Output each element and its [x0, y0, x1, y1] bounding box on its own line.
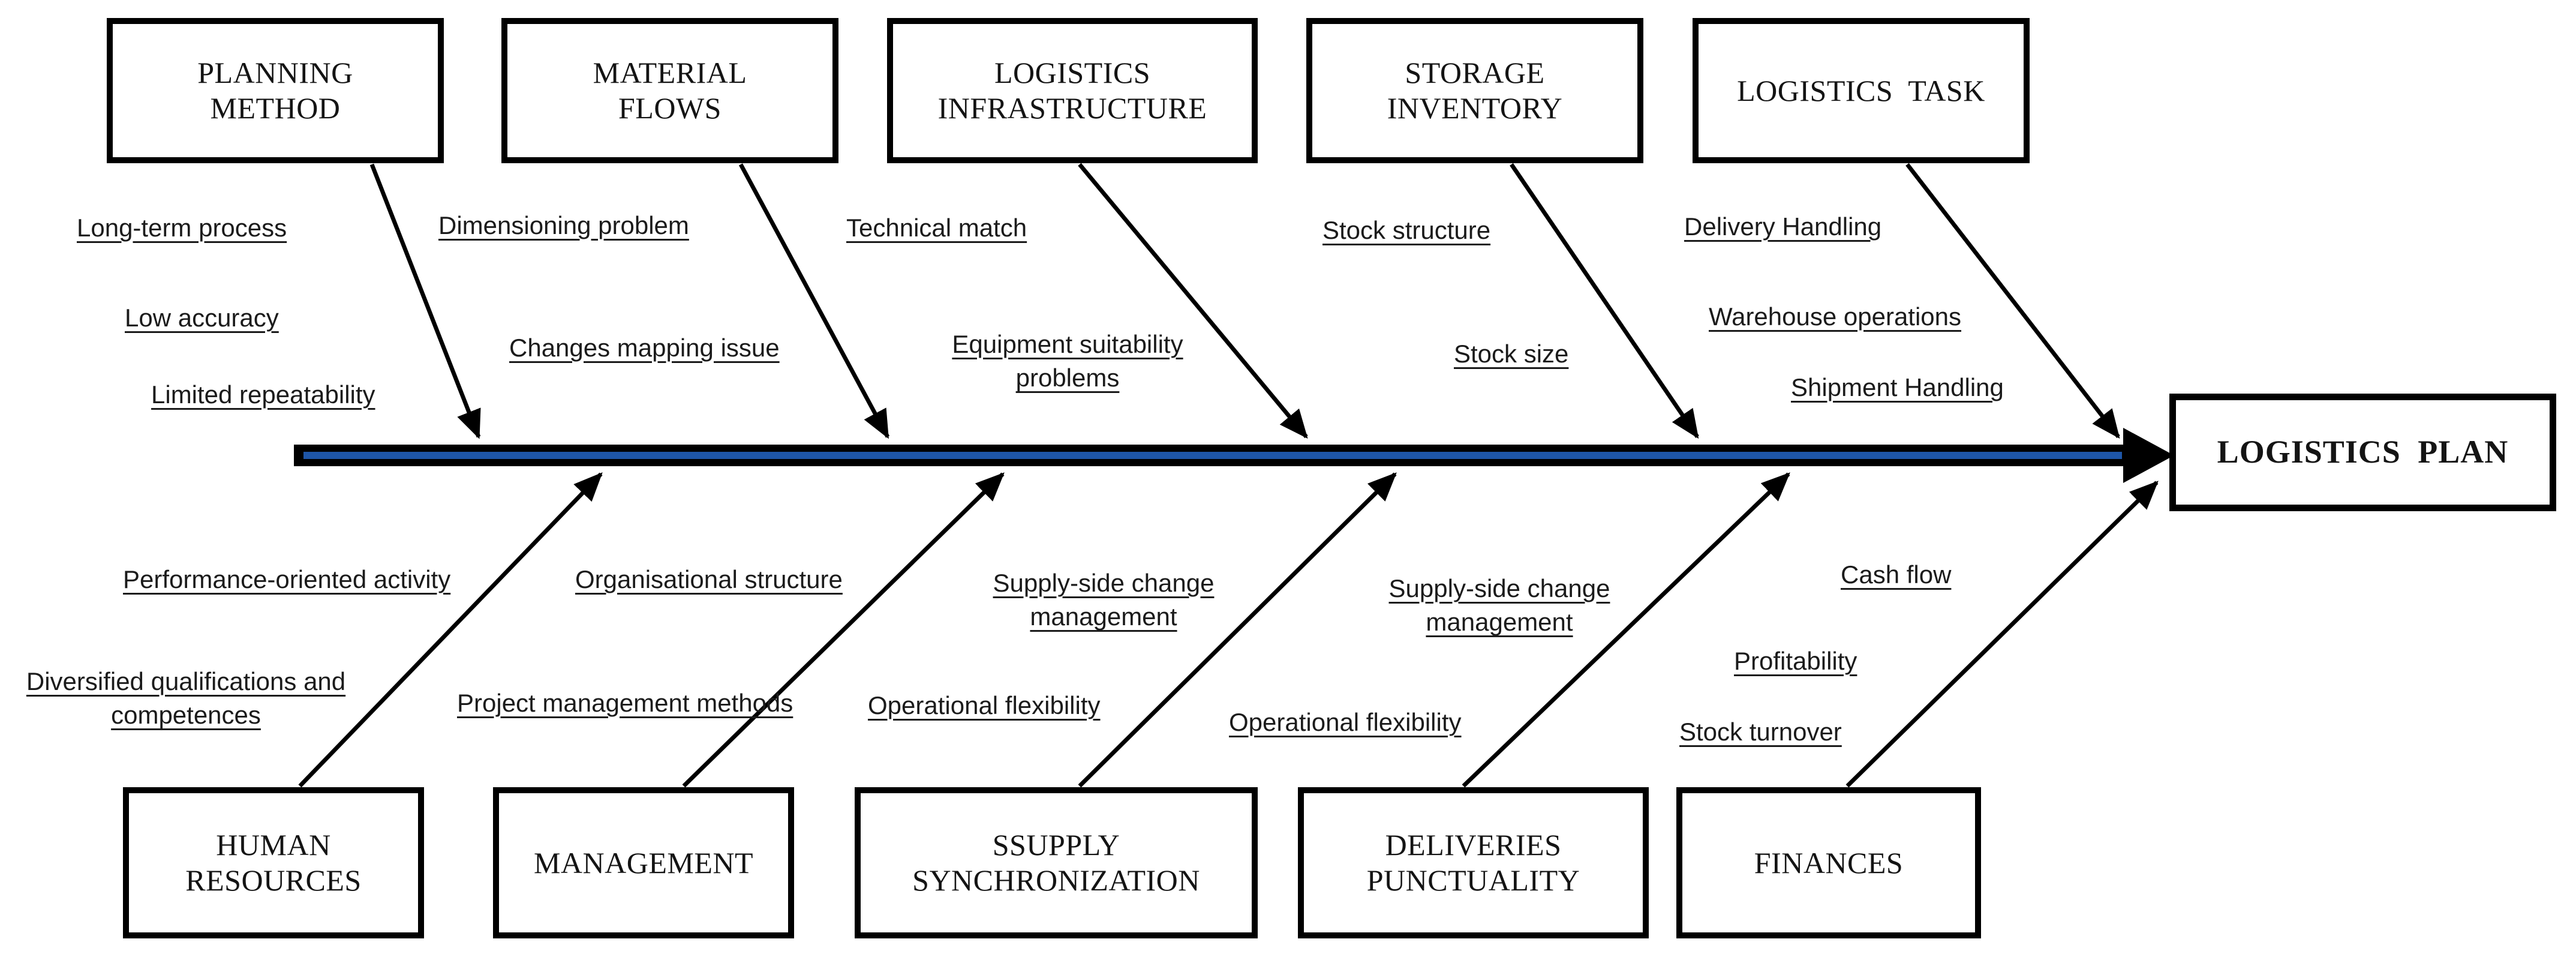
spine-arrowhead-icon: [2123, 428, 2174, 483]
cause-project-management-methods: Project management methods: [457, 689, 793, 717]
category-box-logistics-infrastructure: LOGISTICS INFRASTRUCTURE: [887, 18, 1258, 163]
bone-planning-method: [369, 163, 481, 439]
cause-long-term-process: Long-term process: [77, 214, 287, 242]
category-box-logistics-task: LOGISTICS TASK: [1693, 18, 2030, 163]
bone-storage-inventory: [1510, 163, 1699, 439]
cause-low-accuracy: Low accuracy: [125, 304, 279, 332]
bone-finances: [1845, 481, 2159, 788]
cause-shipment-handling: Shipment Handling: [1791, 373, 2004, 401]
bone-ssupply-synchronization: [1078, 472, 1397, 788]
category-box-human-resources: HUMAN RESOURCES: [123, 787, 424, 938]
cause-changes-mapping-issue: Changes mapping issue: [509, 334, 780, 362]
cause-warehouse-operations: Warehouse operations: [1709, 302, 1962, 331]
cause-stock-size: Stock size: [1454, 340, 1569, 368]
cause-diversified-qualifications: Diversified qualifications and competenc…: [26, 667, 346, 730]
category-box-management: MANAGEMENT: [493, 787, 794, 938]
cause-supply-side-change-management-1: Supply-side change management: [993, 569, 1215, 631]
bone-logistics-task: [1905, 163, 2120, 439]
cause-cash-flow: Cash flow: [1841, 560, 1952, 589]
cause-stock-structure: Stock structure: [1322, 216, 1491, 244]
cause-equipment-suitability-problems: Equipment suitability problems: [952, 330, 1183, 392]
category-box-material-flows: MATERIAL FLOWS: [501, 18, 838, 163]
cause-limited-repeatability: Limited repeatability: [151, 380, 375, 409]
cause-dimensioning-problem: Dimensioning problem: [438, 211, 689, 239]
bone-human-resources: [298, 472, 603, 788]
effect-box-logistics-plan: LOGISTICS PLAN: [2169, 394, 2556, 511]
category-box-planning-method: PLANNING METHOD: [107, 18, 444, 163]
cause-operational-flexibility-2: Operational flexibility: [1229, 708, 1462, 736]
cause-technical-match: Technical match: [846, 214, 1027, 242]
cause-stock-turnover: Stock turnover: [1679, 718, 1842, 746]
cause-delivery-handling: Delivery Handling: [1684, 212, 1882, 241]
bone-material-flows: [738, 163, 890, 439]
category-box-storage-inventory: STORAGE INVENTORY: [1306, 18, 1643, 163]
category-box-ssupply-synchronization: SSUPPLY SYNCHRONIZATION: [855, 787, 1258, 938]
cause-profitability: Profitability: [1734, 647, 1857, 675]
bone-logistics-infrastructure: [1078, 163, 1308, 439]
category-box-deliveries-punctuality: DELIVERIES PUNCTUALITY: [1298, 787, 1649, 938]
bone-management: [682, 472, 1005, 788]
cause-organisational-structure: Organisational structure: [575, 565, 843, 593]
cause-supply-side-change-management-2: Supply-side change management: [1388, 574, 1610, 637]
cause-performance-oriented-activity: Performance-oriented activity: [123, 565, 451, 593]
category-box-finances: FINANCES: [1676, 787, 1981, 938]
bone-deliveries-punctuality: [1462, 472, 1790, 788]
cause-operational-flexibility-1: Operational flexibility: [868, 691, 1101, 719]
